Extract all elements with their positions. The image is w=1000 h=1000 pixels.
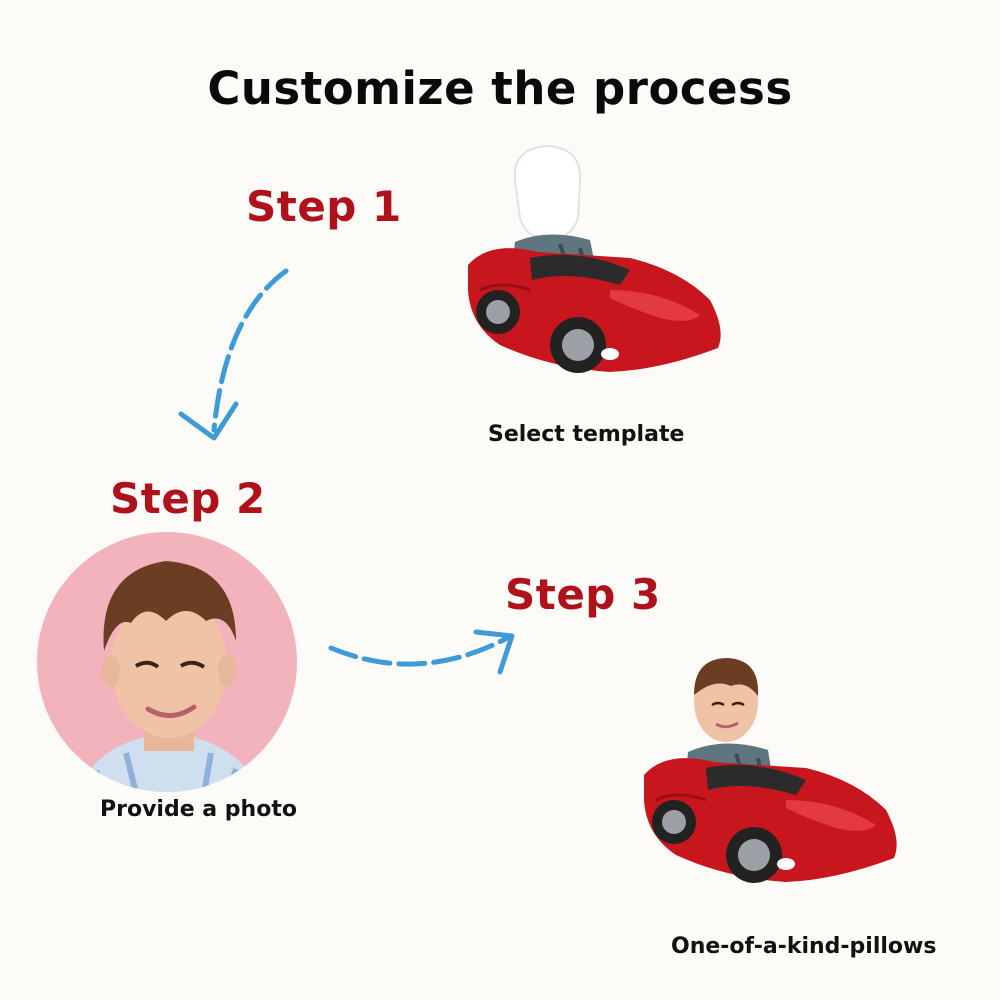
page-title: Customize the process: [207, 62, 793, 115]
step-3-caption: One-of-a-kind-pillows: [671, 934, 937, 959]
car-with-face-icon: [644, 658, 897, 883]
car-with-blank-face-icon: [468, 144, 721, 373]
step-2-label: Step 2: [110, 474, 266, 523]
step-2-caption: Provide a photo: [100, 797, 297, 822]
person-portrait-icon: [37, 532, 297, 792]
step-1-label: Step 1: [246, 182, 402, 231]
step-1-caption: Select template: [488, 422, 685, 447]
step-3-label: Step 3: [505, 570, 661, 619]
